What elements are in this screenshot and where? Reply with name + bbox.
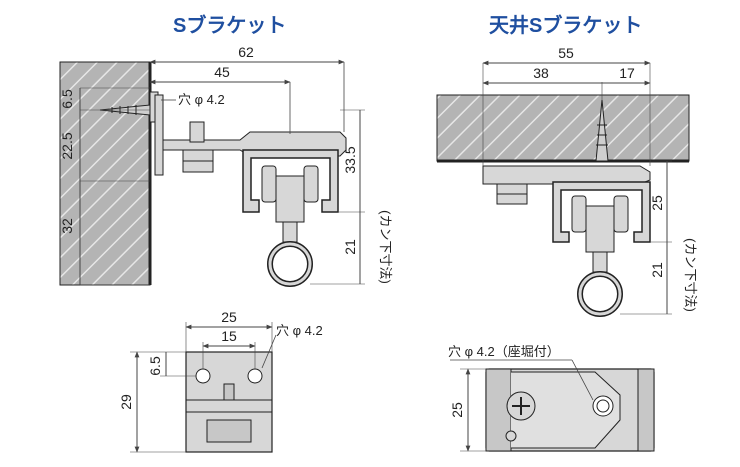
title-ceiling-s-bracket: 天井Sブラケット <box>489 15 643 37</box>
dim-29: 29 <box>118 394 134 410</box>
hole-label-counterbore: 穴 φ 4.2（座堀付） <box>448 344 560 359</box>
dim-15: 15 <box>221 328 237 344</box>
dim-22-5: 22.5 <box>59 132 75 159</box>
s-bracket-front-view: 25 15 穴 φ 4.2 6.5 29 <box>118 309 323 453</box>
ceiling-section <box>436 94 690 162</box>
ceiling-screw <box>595 99 609 162</box>
runner <box>261 165 319 287</box>
dim-17: 17 <box>619 65 635 81</box>
dim-45: 45 <box>214 64 230 80</box>
ceiling-runner <box>571 195 629 317</box>
dim-38: 38 <box>533 65 549 81</box>
dim-21-left: 21 <box>342 239 358 255</box>
dim-25-front: 25 <box>221 309 237 325</box>
below-rail-note-left: (カン下寸法) <box>378 210 393 284</box>
dim-25-plate: 25 <box>449 402 465 418</box>
dim-21-right: 21 <box>649 262 665 278</box>
ceiling-bracket-body <box>482 165 651 205</box>
s-bracket-side-view: 62 45 穴 φ 4.2 6.5 22.5 32 33.5 21 (カン下寸法… <box>59 44 393 287</box>
dim-55: 55 <box>558 45 574 61</box>
dim-62: 62 <box>238 44 254 60</box>
hole-label-side: 穴 φ 4.2 <box>178 92 225 107</box>
dim-6-5: 6.5 <box>59 89 75 109</box>
dim-33-5: 33.5 <box>342 146 358 173</box>
dim-6-5-front: 6.5 <box>147 356 163 376</box>
below-rail-note-right: (カン下寸法) <box>683 238 698 312</box>
dim-25-ceiling: 25 <box>649 195 665 211</box>
wall-section <box>59 61 151 286</box>
hole-label-front: 穴 φ 4.2 <box>276 323 323 338</box>
ceiling-plate-top-view: 穴 φ 4.2（座堀付） 25 <box>448 344 655 452</box>
ceiling-bracket-side-view: 55 38 17 25 21 (カン下寸法) <box>436 45 698 317</box>
title-s-bracket: Sブラケット <box>173 15 287 37</box>
dim-32: 32 <box>59 218 75 234</box>
